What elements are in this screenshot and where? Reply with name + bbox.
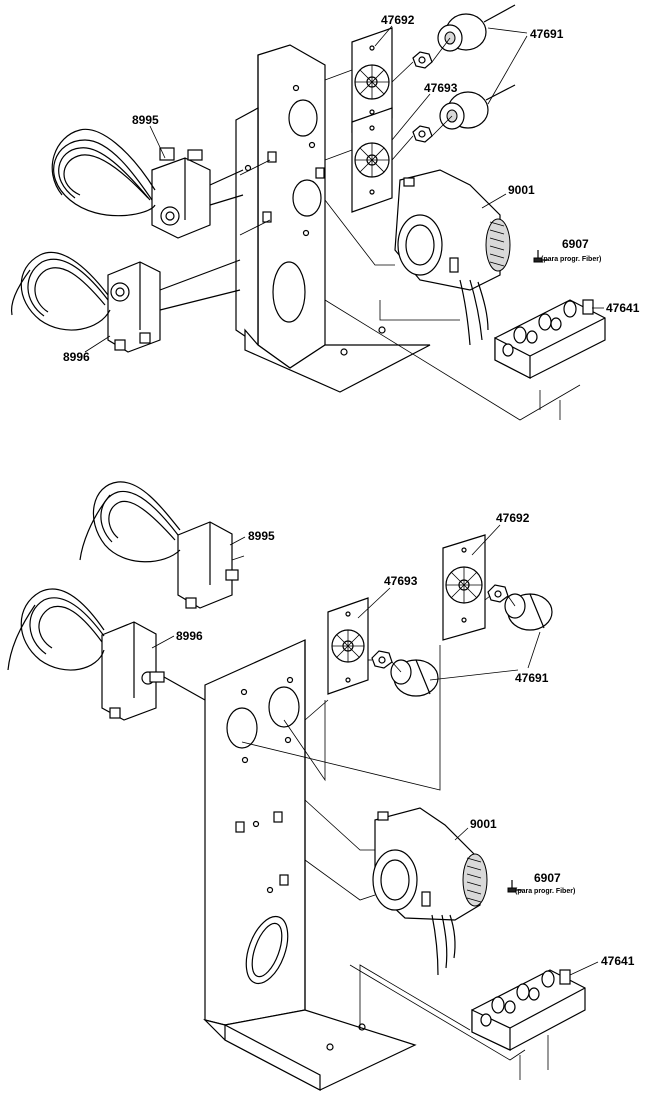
top-timer-9001 — [394, 169, 511, 346]
top-nut-lower — [412, 125, 433, 143]
bottom-timer-9001 — [372, 807, 488, 976]
bottom-terminal-screws — [480, 969, 571, 1027]
label-8996: 8996 — [176, 629, 203, 643]
bottom-assembly-lines — [231, 555, 549, 1080]
label-6907: 6907 — [562, 237, 589, 251]
label-8995: 8995 — [132, 113, 159, 127]
label-47693: 47693 — [384, 574, 418, 588]
label-6907-note: (para progr. Fiber) — [541, 256, 601, 263]
top-nut-upper — [412, 51, 433, 69]
bottom-terminal-block-47641 — [471, 969, 586, 1051]
label-6907: 6907 — [534, 871, 561, 885]
label-47691: 47691 — [530, 27, 564, 41]
bottom-nut-lower — [371, 650, 393, 669]
top-knob-upper — [437, 4, 516, 52]
label-6907-note: (para progr. Fiber) — [515, 888, 575, 895]
bottom-clip-6907 — [507, 880, 522, 893]
label-47692: 47692 — [381, 13, 415, 27]
top-terminal-screws — [502, 299, 594, 357]
top-assembly: 47692 47691 47693 8995 9001 6907 (para p… — [10, 4, 640, 421]
bottom-knob-47691-upper — [504, 593, 553, 631]
label-9001: 9001 — [508, 183, 535, 197]
bottom-dial-plate-47692 — [442, 534, 486, 641]
label-47693: 47693 — [424, 81, 458, 95]
bottom-nut-upper — [487, 584, 509, 603]
label-47641: 47641 — [601, 954, 635, 968]
label-47641: 47641 — [606, 301, 640, 315]
label-9001: 9001 — [470, 817, 497, 831]
label-8995: 8995 — [248, 529, 275, 543]
top-labels: 47692 47691 47693 8995 9001 6907 (para p… — [63, 13, 640, 364]
label-8996: 8996 — [63, 350, 90, 364]
bottom-assembly: 8995 47692 47693 8996 47691 9001 6907 (p… — [7, 481, 635, 1091]
top-thermostat-8996 — [10, 251, 241, 353]
top-dial-plate-lower — [351, 107, 393, 213]
label-47691: 47691 — [515, 671, 549, 685]
top-assembly-lines — [239, 37, 581, 421]
bottom-dial-plate-47693 — [327, 597, 369, 695]
bottom-mounting-bracket — [203, 639, 417, 1091]
bottom-knob-47691-lower — [390, 659, 439, 697]
top-terminal-block-47641 — [494, 299, 606, 379]
bottom-thermostat-8996 — [7, 588, 206, 721]
top-mounting-bracket — [235, 44, 431, 393]
bottom-labels: 8995 47692 47693 8996 47691 9001 6907 (p… — [151, 511, 635, 976]
bottom-thermostat-8995 — [79, 481, 239, 609]
top-thermostat-8995 — [51, 128, 244, 239]
top-clip-6907 — [533, 250, 548, 263]
label-47692: 47692 — [496, 511, 530, 525]
